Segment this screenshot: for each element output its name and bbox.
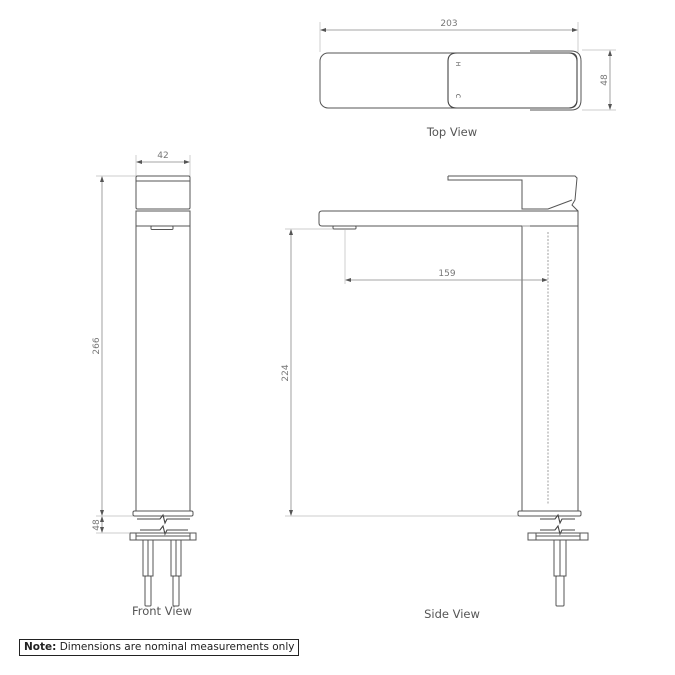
side-view-label: Side View xyxy=(424,607,480,621)
top-backplate-outline xyxy=(530,50,582,111)
side-spout xyxy=(318,210,579,227)
front-handle xyxy=(135,175,191,210)
front-height-dimension: 266 xyxy=(92,337,102,354)
front-mount-dimension: 48 xyxy=(92,519,102,531)
top-view: 203 H C 48 Top View xyxy=(319,19,616,139)
top-view-label: Top View xyxy=(426,125,477,139)
front-view: 42 266 48 Front View xyxy=(92,151,197,618)
note-label: Note: xyxy=(24,641,57,653)
note-text: Dimensions are nominal measurements only xyxy=(59,641,295,653)
side-view: 159 224 Side View xyxy=(281,175,589,621)
top-length-dimension: 203 xyxy=(440,19,457,29)
side-base-flange xyxy=(517,510,582,517)
side-reach-dimension: 159 xyxy=(438,269,455,279)
note-box: Note: Dimensions are nominal measurement… xyxy=(19,639,300,656)
top-handle-outline xyxy=(447,52,578,109)
side-handle-lever xyxy=(448,175,579,212)
front-view-label: Front View xyxy=(132,604,192,618)
hot-mark: H xyxy=(454,62,461,67)
cold-mark: C xyxy=(454,94,461,98)
side-height-dimension: 224 xyxy=(281,364,291,381)
top-width-dimension: 48 xyxy=(600,74,610,86)
front-body xyxy=(135,210,191,512)
front-width-dimension: 42 xyxy=(157,151,168,161)
